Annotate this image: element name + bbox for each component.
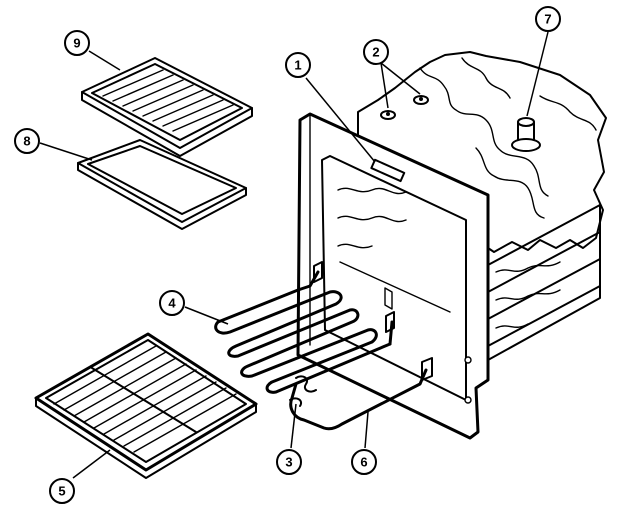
broiler-pan-insert <box>81 57 253 157</box>
oven-rack <box>34 332 258 479</box>
callout-2-label: 2 <box>372 45 379 60</box>
callout-9: 9 <box>64 30 90 56</box>
callout-8-label: 8 <box>23 134 30 149</box>
callout-7: 7 <box>535 6 561 32</box>
callout-5: 5 <box>49 478 75 504</box>
callout-3: 3 <box>276 449 302 475</box>
callout-4: 4 <box>159 290 185 316</box>
callout-6-label: 6 <box>360 455 367 470</box>
callout-4-label: 4 <box>168 296 176 311</box>
callout-5-label: 5 <box>58 484 65 499</box>
callout-2: 2 <box>363 39 389 65</box>
oven-front-frame <box>296 112 490 440</box>
callout-8-pan: 8 <box>14 128 40 154</box>
callout-6: 6 <box>351 449 377 475</box>
broiler-pan <box>77 139 247 230</box>
callout-1-label: 1 <box>294 58 301 73</box>
broil-element <box>289 357 433 431</box>
callout-1: 1 <box>285 52 311 78</box>
callout-3-label: 3 <box>285 455 292 470</box>
leader-lines <box>39 31 549 479</box>
callout-9-label: 9 <box>73 36 80 51</box>
callout-7-label: 7 <box>544 12 551 27</box>
bake-element <box>214 261 395 394</box>
element-bracket <box>289 375 317 407</box>
